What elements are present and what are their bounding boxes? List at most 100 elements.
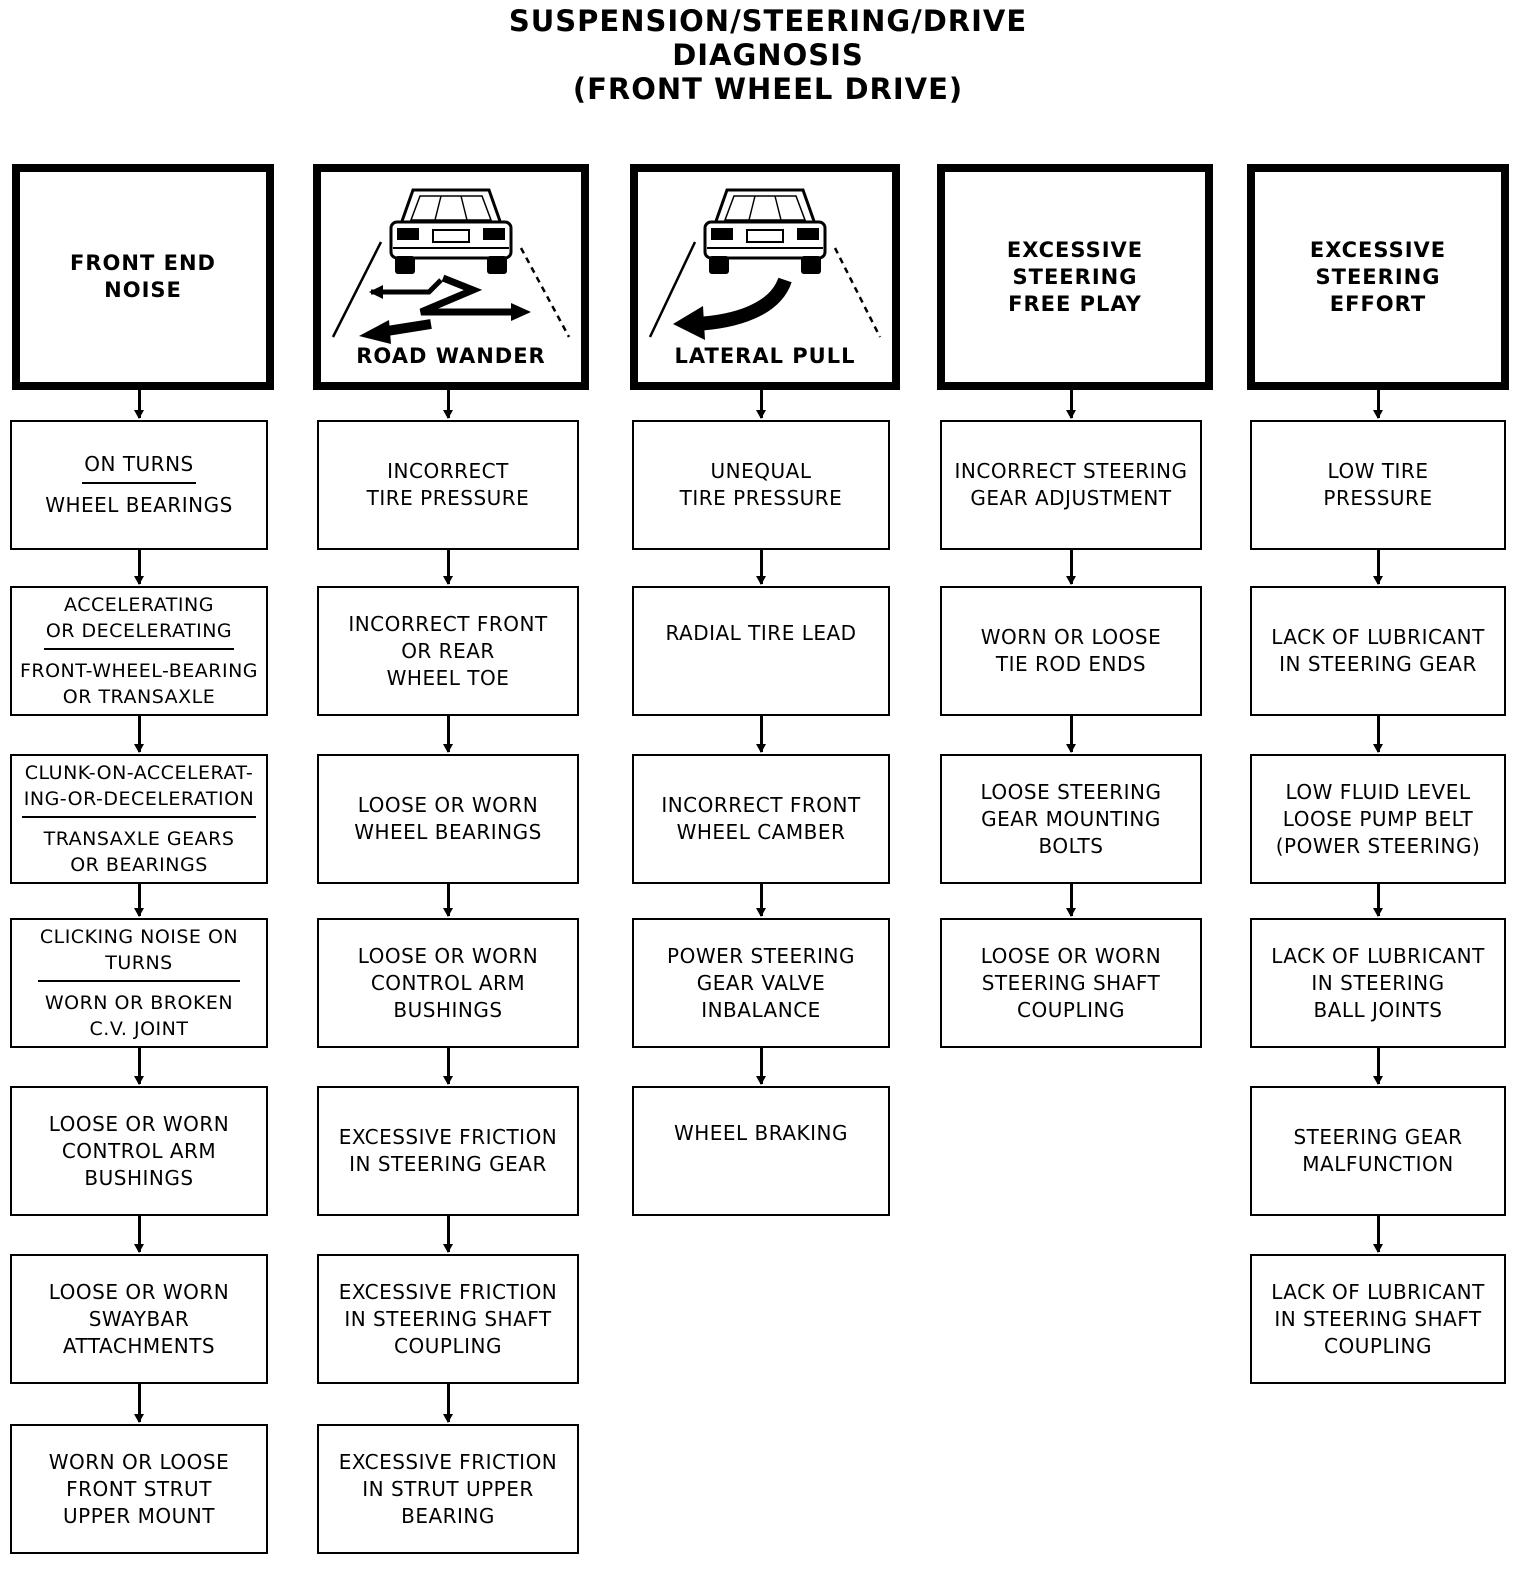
flow-arrow xyxy=(134,550,143,585)
symptom-heading-label: ROAD WANDER xyxy=(356,344,546,368)
symptom-heading-label: EXCESSIVE STEERING EFFORT xyxy=(1309,237,1447,316)
cause-condition: CLUNK-ON-ACCELERAT- ING-OR-DECELERATION xyxy=(21,760,257,818)
cause-text: LOOSE STEERING GEAR MOUNTING BOLTS xyxy=(980,779,1162,858)
flow-arrow xyxy=(443,1384,452,1423)
flow-arrow xyxy=(1066,390,1075,419)
flow-arrow xyxy=(1373,1048,1382,1085)
symptom-heading-5: EXCESSIVE STEERING EFFORT xyxy=(1247,164,1509,390)
symptom-heading-4: EXCESSIVE STEERING FREE PLAY xyxy=(937,164,1213,390)
cause-text: LOOSE OR WORN SWAYBAR ATTACHMENTS xyxy=(48,1279,230,1358)
cause-text: WORN OR BROKEN C.V. JOINT xyxy=(44,992,234,1040)
symptom-heading-3: LATERAL PULL xyxy=(630,164,900,390)
flow-arrow xyxy=(443,390,452,419)
cause-text: WHEEL BEARINGS xyxy=(45,493,233,517)
cause-text: INCORRECT FRONT WHEEL CAMBER xyxy=(661,793,861,844)
cause-text: LOOSE OR WORN CONTROL ARM BUSHINGS xyxy=(48,1111,230,1190)
flow-arrow xyxy=(443,1216,452,1253)
cause-box: UNEQUAL TIRE PRESSURE xyxy=(632,420,890,550)
cause-box: LACK OF LUBRICANT IN STEERING SHAFT COUP… xyxy=(1250,1254,1506,1384)
cause-box: LOW TIRE PRESSURE xyxy=(1250,420,1506,550)
cause-condition: ON TURNS xyxy=(82,451,196,484)
flow-arrow xyxy=(756,1048,765,1085)
cause-box: ACCELERATING OR DECELERATING FRONT-WHEEL-… xyxy=(10,586,268,716)
cause-box: STEERING GEAR MALFUNCTION xyxy=(1250,1086,1506,1216)
cause-box: INCORRECT FRONT OR REAR WHEEL TOE xyxy=(317,586,579,716)
flow-arrow xyxy=(1373,550,1382,585)
cause-text: LACK OF LUBRICANT IN STEERING SHAFT COUP… xyxy=(1271,1279,1485,1358)
cause-box: INCORRECT FRONT WHEEL CAMBER xyxy=(632,754,890,884)
cause-text: TRANSAXLE GEARS OR BEARINGS xyxy=(43,828,235,876)
cause-text: INCORRECT TIRE PRESSURE xyxy=(366,459,530,510)
flow-arrow xyxy=(443,716,452,753)
cause-text: EXCESSIVE FRICTION IN STRUT UPPER BEARIN… xyxy=(338,1449,558,1528)
cause-box: EXCESSIVE FRICTION IN STEERING SHAFT COU… xyxy=(317,1254,579,1384)
flow-arrow xyxy=(134,1216,143,1253)
cause-box: WHEEL BRAKING xyxy=(632,1086,890,1216)
cause-text: INCORRECT FRONT OR REAR WHEEL TOE xyxy=(348,611,548,690)
flow-arrow xyxy=(1066,550,1075,585)
cause-text: WHEEL BRAKING xyxy=(673,1121,849,1145)
cause-box: INCORRECT TIRE PRESSURE xyxy=(317,420,579,550)
cause-text: POWER STEERING GEAR VALVE INBALANCE xyxy=(667,943,855,1022)
cause-text: LACK OF LUBRICANT IN STEERING BALL JOINT… xyxy=(1271,943,1485,1022)
cause-box: LOOSE OR WORN CONTROL ARM BUSHINGS xyxy=(10,1086,268,1216)
cause-box: LACK OF LUBRICANT IN STEERING GEAR xyxy=(1250,586,1506,716)
car-road-wander-icon xyxy=(331,188,571,344)
flow-arrow xyxy=(1373,884,1382,917)
flow-arrow xyxy=(1373,390,1382,419)
cause-box: LOOSE OR WORN SWAYBAR ATTACHMENTS xyxy=(10,1254,268,1384)
cause-box: CLUNK-ON-ACCELERAT- ING-OR-DECELERATION T… xyxy=(10,754,268,884)
flow-arrow xyxy=(134,390,143,419)
symptom-heading-2: ROAD WANDER xyxy=(313,164,589,390)
symptom-heading-label: LATERAL PULL xyxy=(674,344,856,368)
flow-arrow xyxy=(1066,884,1075,917)
diagram-title-line-2: DIAGNOSIS xyxy=(672,38,864,72)
symptom-heading-label: EXCESSIVE STEERING FREE PLAY xyxy=(1006,237,1144,316)
flow-arrow xyxy=(756,716,765,753)
flow-arrow xyxy=(1373,716,1382,753)
flow-arrow xyxy=(1066,716,1075,753)
cause-box: INCORRECT STEERING GEAR ADJUSTMENT xyxy=(940,420,1202,550)
cause-text: STEERING GEAR MALFUNCTION xyxy=(1293,1125,1463,1176)
cause-text: UNEQUAL TIRE PRESSURE xyxy=(679,459,843,510)
cause-text: LOOSE OR WORN WHEEL BEARINGS xyxy=(354,793,542,844)
cause-box: WORN OR LOOSE FRONT STRUT UPPER MOUNT xyxy=(10,1424,268,1554)
cause-box: LOOSE OR WORN STEERING SHAFT COUPLING xyxy=(940,918,1202,1048)
symptom-heading-1: FRONT END NOISE xyxy=(12,164,274,390)
cause-text: LOOSE OR WORN STEERING SHAFT COUPLING xyxy=(980,943,1162,1022)
flow-arrow xyxy=(756,884,765,917)
cause-text: LOW FLUID LEVEL LOOSE PUMP BELT (POWER S… xyxy=(1275,779,1481,858)
cause-box: LOOSE OR WORN WHEEL BEARINGS xyxy=(317,754,579,884)
cause-box: LACK OF LUBRICANT IN STEERING BALL JOINT… xyxy=(1250,918,1506,1048)
cause-box: LOOSE OR WORN CONTROL ARM BUSHINGS xyxy=(317,918,579,1048)
cause-box: POWER STEERING GEAR VALVE INBALANCE xyxy=(632,918,890,1048)
flow-arrow xyxy=(443,550,452,585)
flow-arrow xyxy=(756,550,765,585)
cause-text: LOW TIRE PRESSURE xyxy=(1323,459,1433,510)
cause-box: ON TURNS WHEEL BEARINGS xyxy=(10,420,268,550)
symptom-heading-label: FRONT END NOISE xyxy=(70,251,216,302)
flow-arrow xyxy=(1373,1216,1382,1253)
cause-text: INCORRECT STEERING GEAR ADJUSTMENT xyxy=(954,459,1188,510)
car-lateral-pull-icon xyxy=(648,188,882,340)
flow-arrow xyxy=(134,1384,143,1423)
diagram-title-line-1: SUSPENSION/STEERING/DRIVE xyxy=(508,4,1028,38)
cause-text: FRONT-WHEEL-BEARING OR TRANSAXLE xyxy=(19,660,259,708)
cause-box: LOOSE STEERING GEAR MOUNTING BOLTS xyxy=(940,754,1202,884)
cause-box: EXCESSIVE FRICTION IN STEERING GEAR xyxy=(317,1086,579,1216)
flow-arrow xyxy=(134,716,143,753)
cause-text: EXCESSIVE FRICTION IN STEERING GEAR xyxy=(338,1125,558,1176)
flow-arrow xyxy=(756,390,765,419)
flow-arrow xyxy=(134,1048,143,1085)
cause-box: LOW FLUID LEVEL LOOSE PUMP BELT (POWER S… xyxy=(1250,754,1506,884)
cause-text: RADIAL TIRE LEAD xyxy=(665,621,857,645)
cause-text: WORN OR LOOSE TIE ROD ENDS xyxy=(980,625,1162,676)
cause-text: LACK OF LUBRICANT IN STEERING GEAR xyxy=(1271,625,1485,676)
cause-condition: CLICKING NOISE ON TURNS xyxy=(37,924,241,982)
cause-box: WORN OR LOOSE TIE ROD ENDS xyxy=(940,586,1202,716)
flow-arrow xyxy=(443,884,452,917)
flow-arrow xyxy=(134,884,143,917)
flow-arrow xyxy=(443,1048,452,1085)
cause-condition: ACCELERATING OR DECELERATING xyxy=(43,592,235,650)
cause-text: WORN OR LOOSE FRONT STRUT UPPER MOUNT xyxy=(48,1449,230,1528)
